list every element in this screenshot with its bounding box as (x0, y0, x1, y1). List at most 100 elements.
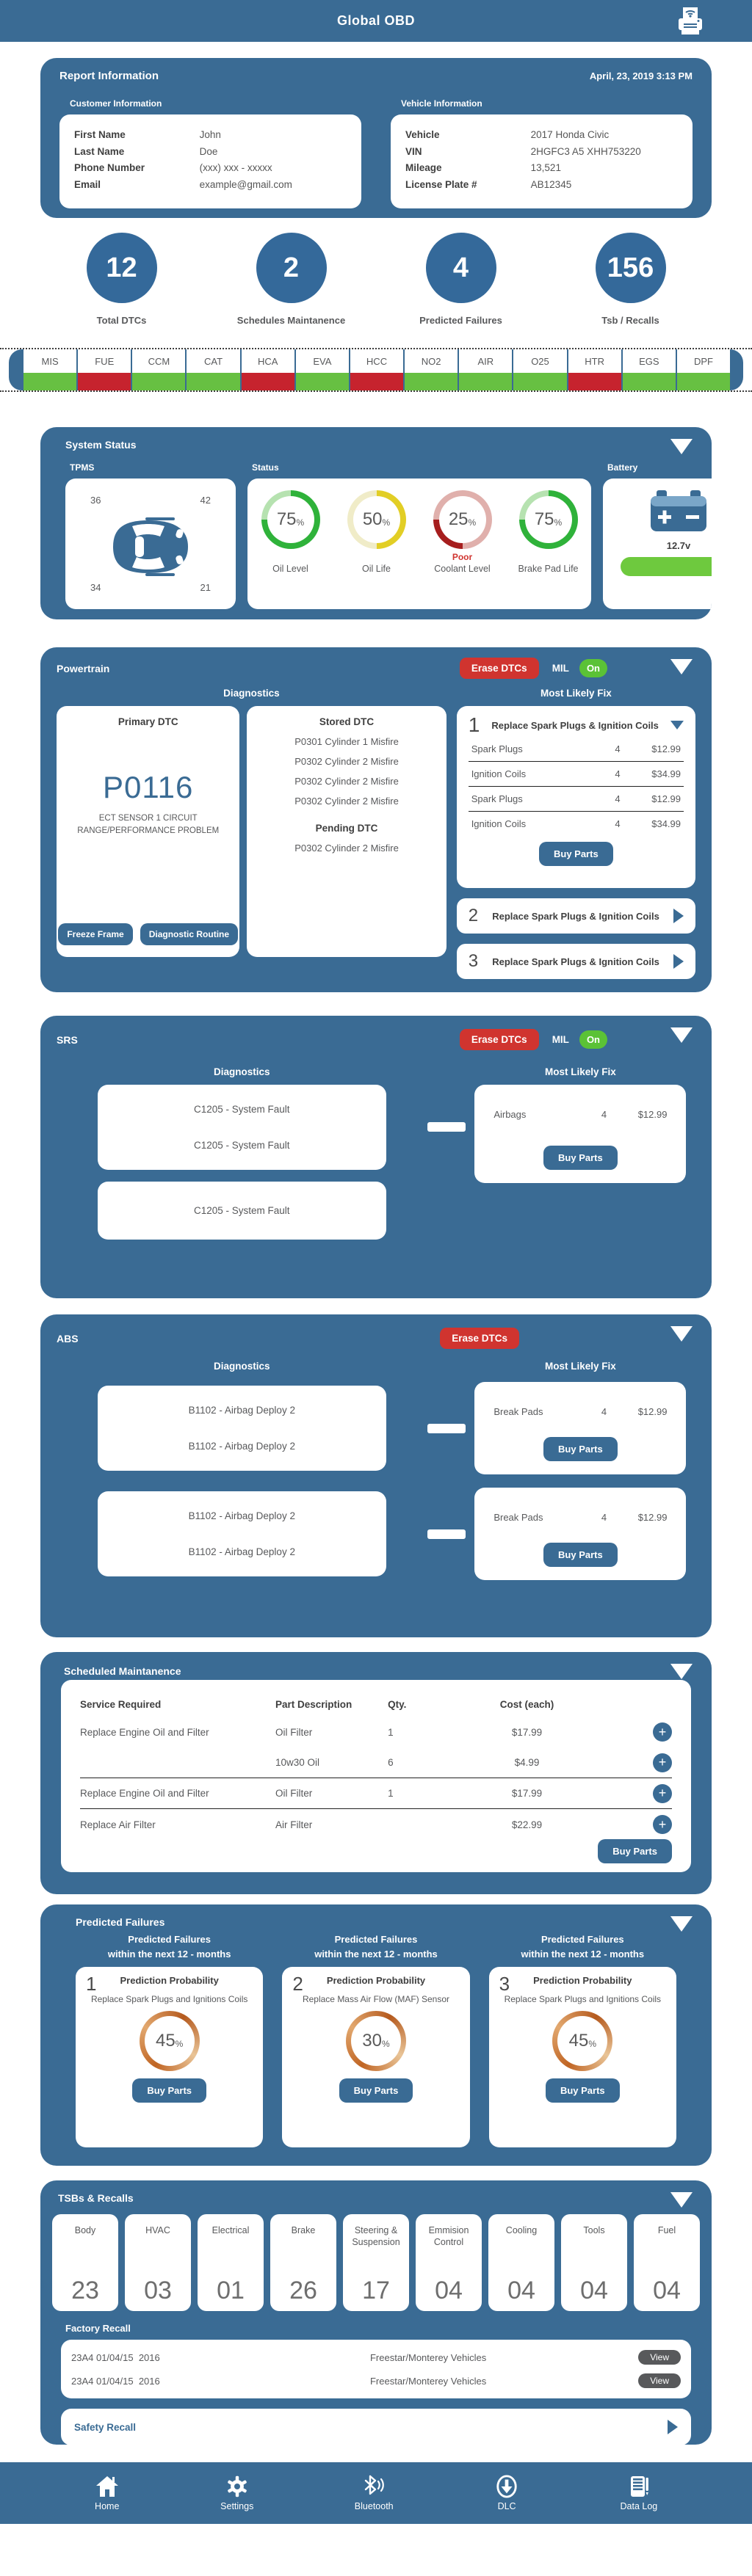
tire-pressure-front-right: 42 (200, 495, 211, 506)
monitor-cell: O25 (512, 349, 567, 390)
summary-circles: 12 Total DTCs 2 Schedules Maintanence 4 … (0, 233, 752, 326)
freeze-frame-button[interactable]: Freeze Frame (58, 923, 133, 945)
home-icon (95, 2476, 118, 2497)
col-qty: Qty. (388, 1698, 407, 1710)
gauge-value: 50 (362, 509, 383, 529)
safety-recall-row[interactable]: Safety Recall (61, 2409, 691, 2445)
field-value: 2017 Honda Civic (530, 129, 610, 140)
powertrain-title: Powertrain (57, 662, 110, 674)
nav-settings[interactable]: Settings (220, 2475, 253, 2511)
view-button[interactable]: View (638, 2373, 681, 2388)
diagnostics-heading: Diagnostics (214, 1066, 270, 1077)
recall-desc: Freestar/Monterey Vehicles (369, 2351, 487, 2363)
fix-item-collapsed[interactable]: 3 Replace Spark Plugs & Ignition Coils (456, 944, 695, 979)
view-button[interactable]: View (638, 2350, 681, 2365)
maintenance-row: 10w30 Oil 6 $4.99 + (80, 1747, 672, 1778)
nav-data-log[interactable]: Data Log (620, 2475, 658, 2511)
bottom-nav: Home Settings Bluetooth (0, 2462, 752, 2524)
part-qty: 4 (601, 1109, 607, 1120)
tpms-label: TPMS (70, 462, 95, 473)
gauge-coolant-level: 25% Poor Coolant Level (424, 490, 501, 574)
collapse-chevron-icon[interactable] (670, 1916, 693, 1932)
part-qty: 6 (388, 1757, 394, 1768)
diagnostic-routine-button[interactable]: Diagnostic Routine (140, 923, 239, 945)
expand-safety-chevron-icon[interactable] (668, 2420, 678, 2434)
part-cost: $22.99 (511, 1819, 543, 1830)
category-label: Tools (583, 2225, 605, 2235)
nav-label: Data Log (620, 2501, 658, 2511)
fault-code: B1102 - Airbag Deploy 2 (188, 1546, 295, 1557)
nav-dlc[interactable]: DLC (494, 2475, 519, 2511)
monitor-status (132, 373, 186, 390)
erase-dtcs-button[interactable]: Erase DTCs (440, 1328, 519, 1349)
erase-dtcs-button[interactable]: Erase DTCs (459, 658, 539, 679)
expand-fix-chevron-icon[interactable] (673, 909, 684, 923)
stored-dtc-item: P0301 Cylinder 1 Misfire (294, 736, 399, 747)
srs-panel: SRS Erase DTCs MIL On Diagnostics C1205 … (40, 1016, 712, 1298)
monitor-code: O25 (513, 349, 567, 373)
expand-fix-chevron-icon[interactable] (673, 954, 684, 969)
nav-home[interactable]: Home (95, 2475, 120, 2511)
mil-on-toggle[interactable]: On (579, 659, 607, 677)
most-likely-fix-heading: Most Likely Fix (545, 1361, 616, 1372)
prediction-probability-label: Prediction Probability (120, 1975, 219, 1986)
field-label: Mileage (405, 162, 442, 173)
part-name: Oil Filter (275, 1726, 313, 1738)
buy-parts-button[interactable]: Buy Parts (598, 1839, 672, 1863)
pending-dtc-title: Pending DTC (315, 823, 378, 834)
field-value: Doe (199, 145, 218, 157)
category-label: Fuel (657, 2225, 676, 2235)
fix-item-collapsed[interactable]: 2 Replace Spark Plugs & Ignition Coils (456, 898, 695, 934)
recall-desc: Freestar/Monterey Vehicles (369, 2375, 487, 2387)
mil-on-toggle[interactable]: On (579, 1030, 607, 1049)
app-title: Global OBD (336, 13, 415, 28)
wireless-print-icon[interactable] (674, 6, 706, 37)
part-price: $34.99 (651, 818, 681, 829)
erase-dtcs-button[interactable]: Erase DTCs (459, 1029, 539, 1050)
collapse-chevron-icon[interactable] (670, 2192, 693, 2208)
add-part-button[interactable]: + (652, 1722, 672, 1742)
buy-parts-button[interactable]: Buy Parts (132, 2078, 207, 2103)
collapse-chevron-icon[interactable] (670, 1664, 693, 1679)
buy-parts-button[interactable]: Buy Parts (538, 842, 613, 866)
part-qty: 1 (388, 1726, 394, 1738)
prediction-subheader: within the next 12 - months (521, 1948, 645, 1960)
collapse-chevron-icon[interactable] (670, 1326, 693, 1342)
mil-label: MIL (552, 663, 569, 674)
add-part-button[interactable]: + (652, 1815, 672, 1834)
add-part-button[interactable]: + (652, 1753, 672, 1772)
buy-parts-button[interactable]: Buy Parts (543, 1146, 618, 1170)
buy-parts-button[interactable]: Buy Parts (339, 2078, 413, 2103)
collapse-fix-chevron-icon[interactable] (670, 721, 684, 729)
buy-parts-button[interactable]: Buy Parts (543, 1437, 618, 1461)
collapse-chevron-icon[interactable] (670, 1027, 693, 1043)
collapse-chevron-icon[interactable] (670, 439, 693, 454)
strip-left-cap (9, 349, 22, 390)
buy-parts-button[interactable]: Buy Parts (545, 2078, 620, 2103)
buy-parts-button[interactable]: Buy Parts (543, 1543, 618, 1567)
system-status-panel: System Status TPMS 36 42 34 21 (40, 427, 712, 619)
link-dash (427, 1121, 466, 1132)
fix-title: Replace Spark Plugs & Ignition Coils (492, 910, 659, 922)
nav-label: Bluetooth (354, 2501, 394, 2511)
add-part-button[interactable]: + (652, 1783, 672, 1803)
primary-dtc-card: Primary DTC P0116 ECT SENSOR 1 CIRCUIT R… (57, 706, 240, 957)
field-label: Last Name (74, 145, 125, 157)
category-label: Brake (291, 2225, 316, 2235)
nav-bluetooth[interactable]: Bluetooth (355, 2475, 394, 2511)
collapse-chevron-icon[interactable] (670, 659, 693, 674)
customer-info-label: Customer Information (70, 98, 162, 109)
prediction-desc: Replace Spark Plugs and Ignitions Coils (90, 1993, 248, 2004)
abs-title: ABS (57, 1332, 79, 1345)
